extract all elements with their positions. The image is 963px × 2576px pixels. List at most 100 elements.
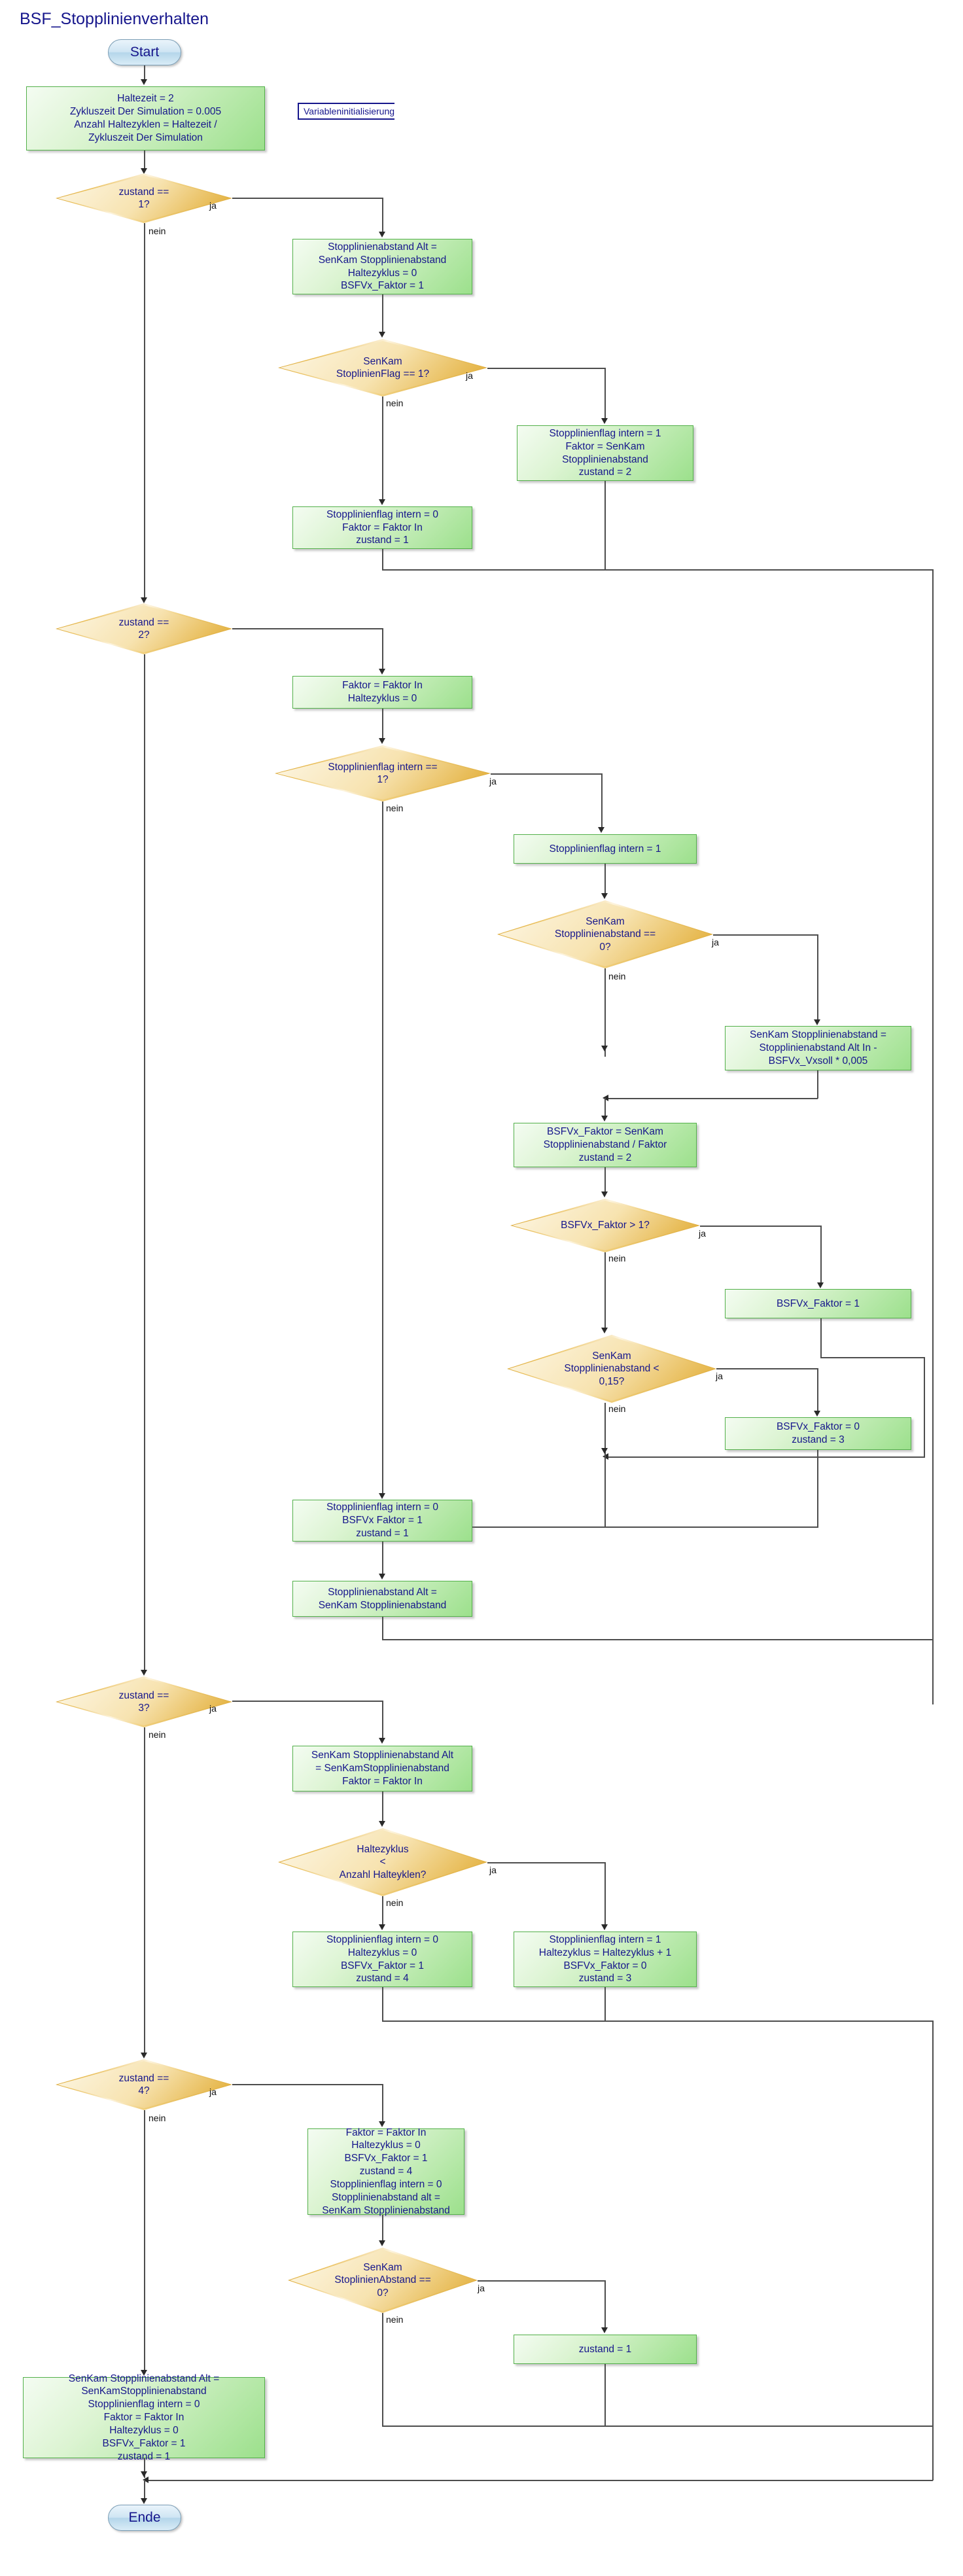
connector-dgt1-no <box>604 1252 606 1330</box>
arrowhead <box>601 1191 608 1197</box>
connector-dflag-yes <box>487 368 605 369</box>
connector-merge-to-faktorcalc <box>604 1098 606 1118</box>
arrowhead <box>601 1448 608 1454</box>
node-abstand-calc[interactable]: SenKam Stopplinienabstand = Stoppliniena… <box>725 1026 911 1070</box>
connector-s4init-to-dsa0 <box>382 2215 383 2242</box>
connector-faktor1-far-right <box>924 1357 925 1457</box>
node-flag-intern-1[interactable]: Stopplinienflag intern = 1 <box>514 834 697 864</box>
edge-label-yes: ja <box>489 1865 497 1875</box>
node-faktor-0-line-1: BSFVx_Faktor = 0 <box>776 1421 860 1433</box>
node-decision-zustand-3[interactable]: zustand == 3? <box>56 1676 232 1727</box>
connector-d1-no-spine <box>144 223 145 599</box>
node-final-reset[interactable]: SenKam Stopplinienabstand Alt = SenKamSt… <box>23 2373 265 2462</box>
node-flag-clear-line-2: Faktor = Faktor In <box>342 521 423 533</box>
node-start[interactable]: Start <box>108 39 181 65</box>
node-end[interactable]: Ende <box>108 2505 181 2531</box>
node-s4-init-line-2: Haltezyklus = 0 <box>351 2140 421 2151</box>
node-zustand-1[interactable]: zustand = 1 <box>514 2335 697 2364</box>
node-decision-zustand-2[interactable]: zustand == 2? <box>56 603 232 654</box>
edge-label-no: nein <box>149 1729 166 1740</box>
node-decision-stoplinienabstand-0[interactable]: SenKam StoplinienAbstand == 0? <box>288 2248 478 2313</box>
node-decision-zustand-1[interactable]: zustand == 1? <box>56 173 232 223</box>
arrowhead <box>601 2327 608 2333</box>
arrowhead <box>141 2498 147 2504</box>
node-halte-inc-line-2: Haltezyklus = Haltezyklus + 1 <box>538 1947 672 1958</box>
arrowhead <box>141 2370 147 2376</box>
node-flag-clear[interactable]: Stopplinienflag intern = 0 Faktor = Fakt… <box>292 506 472 549</box>
connector-d2-yes <box>232 628 383 629</box>
node-final-reset-line-6: BSFVx_Faktor = 1 <box>102 2437 186 2449</box>
node-s4-init[interactable]: Faktor = Faktor In Haltezyklus = 0 BSFVx… <box>307 2127 464 2216</box>
node-halte-done[interactable]: Stopplinienflag intern = 0 Haltezyklus =… <box>292 1932 472 1987</box>
node-s4-init-line-3: BSFVx_Faktor = 1 <box>344 2153 428 2164</box>
connector-dflag-no <box>382 397 383 501</box>
connector-haltedone-down <box>382 1987 383 2021</box>
node-decision-abstand-lt-015[interactable]: SenKam Stopplinienabstand < 0,15? <box>507 1335 716 1403</box>
arrowhead <box>814 1411 820 1417</box>
arrowhead <box>817 1282 824 1288</box>
node-decision-zustand-1-label: zustand == 1? <box>118 186 169 210</box>
arrowhead <box>379 669 385 675</box>
node-s2-init-line-2: Haltezyklus = 0 <box>347 693 417 704</box>
edge-label-no: nein <box>386 1897 404 1908</box>
node-decision-flag-intern[interactable]: Stopplinienflag intern == 1? <box>275 745 491 802</box>
node-faktor-0-line-2: zustand = 3 <box>792 1434 845 1445</box>
node-decision-zustand-2-label: zustand == 2? <box>118 616 169 641</box>
node-decision-zustand-4-label: zustand == 4? <box>118 2072 169 2096</box>
connector-halteinc-down <box>604 1987 606 2021</box>
edge-label-yes: ja <box>699 1228 706 1239</box>
arrowhead <box>379 232 385 238</box>
node-s3-init[interactable]: SenKam Stopplinienabstand Alt = SenKamSt… <box>292 1746 472 1791</box>
node-s2-init[interactable]: Faktor = Faktor In Haltezyklus = 0 <box>292 676 472 709</box>
connector-faktor1-down <box>820 1318 822 1358</box>
connector-dflag-yes-down <box>604 368 606 420</box>
node-halte-done-line-4: zustand = 4 <box>356 1973 409 1985</box>
node-decision-senkam-stoplinienflag[interactable]: SenKam StoplinienFlag == 1? <box>278 339 487 397</box>
node-flag-set[interactable]: Stopplinienflag intern = 1 Faktor = SenK… <box>517 425 693 481</box>
node-abstand-calc-line-2: Stopplinienabstand Alt In - <box>759 1042 877 1054</box>
connector-dabst0-yes <box>713 934 818 936</box>
node-decision-haltezyklus-label: Haltezyklus < Anzahl Halteyklen? <box>339 1843 427 1880</box>
node-halte-inc[interactable]: Stopplinienflag intern = 1 Haltezyklus =… <box>514 1932 697 1987</box>
node-init-line-4: Zykluszeit Der Simulation <box>88 132 203 143</box>
connector-d3-no-spine <box>144 1727 145 2055</box>
connector-z1-down <box>604 2364 606 2426</box>
node-decision-zustand-4[interactable]: zustand == 4? <box>56 2059 232 2110</box>
node-faktor-calc[interactable]: BSFVx_Faktor = SenKam Stopplinienabstand… <box>514 1123 697 1167</box>
connector-z1-to-bottom <box>382 2426 933 2427</box>
connector-dsa0-yes <box>478 2280 605 2282</box>
connector-dlt015-yes <box>716 1368 818 1369</box>
node-faktor-1[interactable]: BSFVx_Faktor = 1 <box>725 1289 911 1318</box>
node-faktor-0[interactable]: BSFVx_Faktor = 0 zustand = 3 <box>725 1417 911 1450</box>
node-decision-stoplinienabstand-0-label: SenKam StoplinienAbstand == 0? <box>334 2261 431 2299</box>
arrowhead <box>141 79 147 85</box>
connector-dhz-no <box>382 1896 383 1926</box>
connector-faktor1-merge-back <box>604 1456 925 1458</box>
node-decision-faktor-gt-1[interactable]: BSFVx_Faktor > 1? <box>510 1199 700 1252</box>
edge-label-no: nein <box>149 2113 166 2123</box>
node-final-reset-line-1: SenKam Stopplinienabstand Alt = <box>68 2373 220 2384</box>
node-s3-init-line-2: = SenKamStopplinienabstand <box>315 1763 449 1774</box>
edge-label-no: nein <box>386 803 404 813</box>
node-decision-abstand-0[interactable]: SenKam Stopplinienabstand == 0? <box>497 900 713 968</box>
arrowhead <box>598 827 604 833</box>
edge-label-yes: ja <box>209 1703 217 1714</box>
edge-label-no: nein <box>386 398 404 408</box>
node-decision-haltezyklus[interactable]: Haltezyklus < Anzahl Halteyklen? <box>278 1828 487 1896</box>
node-s2-reset-line-2: BSFVx Faktor = 1 <box>342 1515 423 1526</box>
node-halte-done-line-1: Stopplinienflag intern = 0 <box>326 1933 439 1945</box>
connector-d3-yes <box>232 1701 383 1702</box>
arrowhead <box>141 1670 147 1676</box>
node-init[interactable]: Haltezeit = 2 Zykluszeit Der Simulation … <box>26 86 265 150</box>
node-abstand-calc-line-3: BSFVx_Vxsoll * 0,005 <box>768 1055 868 1067</box>
node-s2-reset[interactable]: Stopplinienflag intern = 0 BSFVx Faktor … <box>292 1500 472 1542</box>
node-s3-init-line-3: Faktor = Faktor In <box>342 1775 423 1787</box>
arrowhead <box>601 418 608 424</box>
page-title: BSF_Stopplinienverhalten <box>20 10 209 28</box>
connector-s3-merge <box>382 2020 933 2022</box>
node-abstand-alt[interactable]: Stopplinienabstand Alt = SenKam Stopplin… <box>292 1581 472 1617</box>
arrowhead <box>379 1924 385 1930</box>
edge-label-no: nein <box>386 2314 404 2325</box>
node-s1-init[interactable]: Stopplinienabstand Alt = SenKam Stopplin… <box>292 239 472 294</box>
connector-s1-merge-right <box>932 569 934 1704</box>
